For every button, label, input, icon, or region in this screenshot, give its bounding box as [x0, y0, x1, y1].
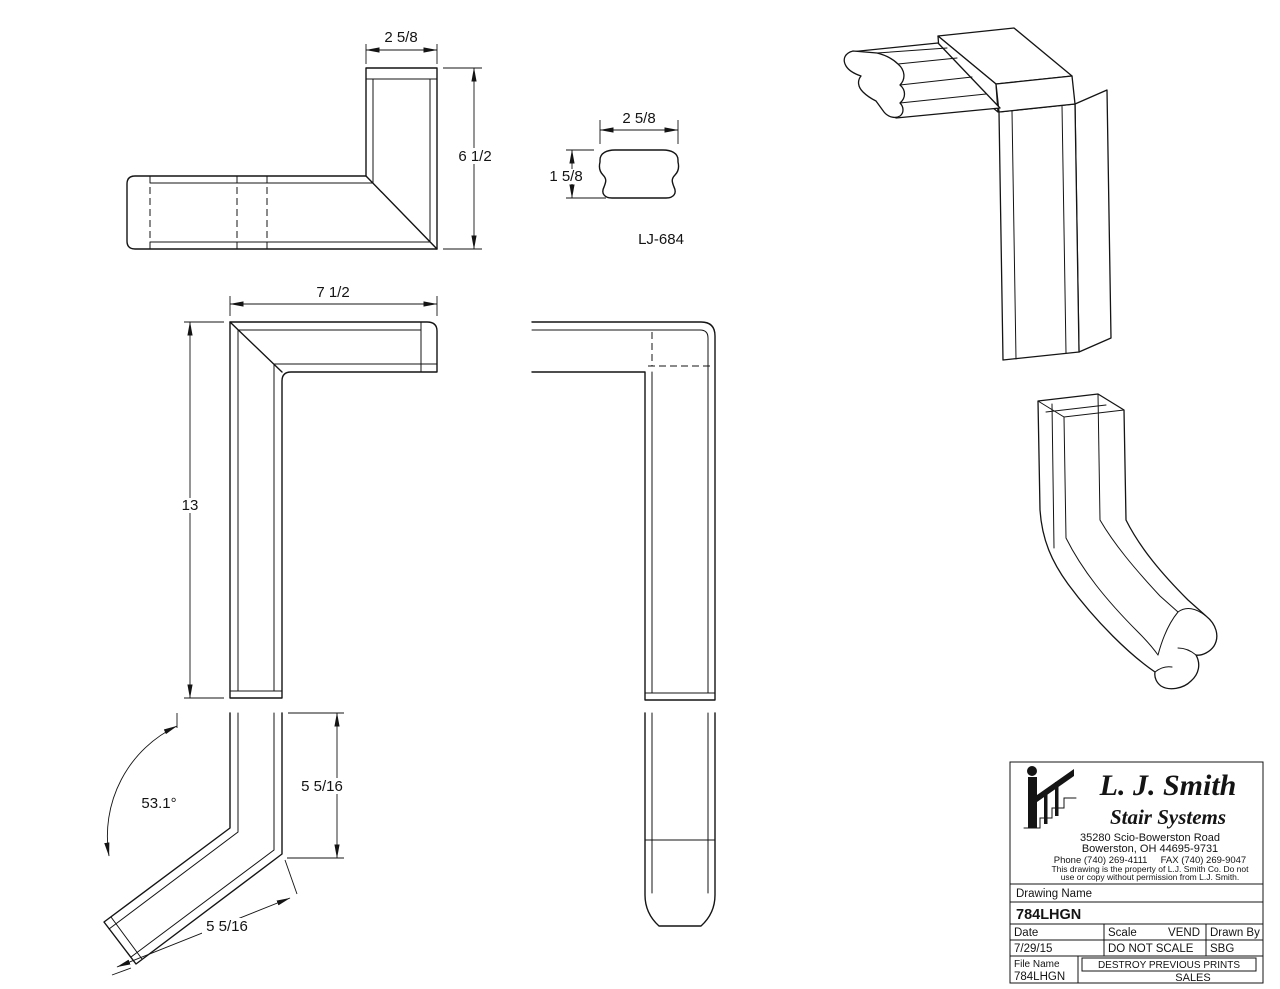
angle-arc — [104, 725, 178, 857]
rail-contour-line — [1051, 403, 1055, 549]
iso-end-face-left-edge — [1157, 611, 1179, 656]
profile-dim-width-text: 2 5/8 — [622, 110, 655, 127]
company-phone-fax: Phone (740) 269-4111 FAX (740) 269-9047 — [1054, 855, 1246, 866]
dim-text-mask — [176, 498, 204, 513]
iso-rail-profile-face — [843, 50, 906, 119]
date-label: Date — [1014, 927, 1038, 939]
object-outline — [126, 67, 438, 250]
view-lower-rake: 53.1° 5 5/16 5 5/16 — [103, 712, 347, 976]
company-address-line1: 35280 Scio-Bowerston Road — [1080, 832, 1220, 844]
rake-dim-vertical: 5 5/16 — [287, 712, 347, 859]
view-side-elevation — [531, 321, 716, 701]
rake-angle-text: 53.1° — [141, 795, 176, 812]
profile-line — [1011, 110, 1017, 360]
logo-newel-post — [1028, 777, 1037, 828]
title-block-border — [1009, 761, 1264, 984]
drawing-name-value: 784LHGN — [1016, 907, 1081, 923]
profile-outline — [598, 149, 680, 199]
rail-contour-line — [899, 76, 973, 86]
vend-tag: VEND — [1168, 927, 1200, 939]
plan-dim-height: 6 1/2 — [443, 67, 498, 250]
rake-dim-length: 5 5/16 — [111, 859, 298, 976]
object-outline — [644, 712, 716, 927]
drawing-name-label: Drawing Name — [1016, 888, 1092, 900]
iso-top-cut-contour — [1045, 404, 1107, 413]
front-dim-width: 7 1/2 — [229, 284, 438, 316]
scale-value: DO NOT SCALE — [1108, 943, 1194, 955]
file-name-value: 784LHGN — [1014, 971, 1065, 983]
extension-line — [111, 967, 132, 976]
dim-text-mask — [297, 778, 347, 794]
iso-cap-front-face — [995, 75, 1076, 113]
rake-dim-length-text: 5 5/16 — [206, 918, 248, 935]
scale-label: Scale — [1108, 927, 1137, 939]
logo-steps — [1023, 797, 1077, 829]
company-tagline: Stair Systems — [1110, 805, 1226, 829]
drawn-by-label: Drawn By — [1210, 927, 1260, 939]
iso-side-edge — [1097, 393, 1179, 613]
dim-text-mask — [202, 918, 252, 934]
iso-front-left-edge — [1063, 416, 1159, 656]
sales-note: SALES — [1175, 972, 1210, 984]
front-dim-height-text: 13 — [182, 497, 199, 514]
plan-dim-height-text: 6 1/2 — [458, 148, 491, 165]
view-front-elevation: 7 1/2 13 — [176, 284, 438, 699]
front-dim-width-text: 7 1/2 — [316, 284, 349, 301]
iso-column-front-face — [998, 103, 1080, 361]
extension-line — [284, 859, 298, 895]
profile-dim-height-text: 1 5/8 — [549, 168, 582, 185]
rail-contour-line — [897, 57, 958, 65]
rail-contour-line — [899, 93, 987, 104]
iso-end-contour — [1177, 647, 1197, 656]
object-outline — [229, 321, 438, 699]
rail-contour-line — [876, 47, 948, 54]
view-rail-profile: 2 5/8 1 5/8 LJ-684 — [543, 110, 684, 248]
logo-baluster — [1055, 782, 1059, 816]
ownership-notice-line1: This drawing is the property of L.J. Smi… — [1051, 864, 1249, 874]
iso-end-contour — [1154, 666, 1173, 673]
dim-text-mask — [452, 148, 498, 164]
logo-baluster — [1044, 790, 1048, 824]
iso-lower-silhouette — [1037, 393, 1218, 690]
iso-end-face-top-edge — [1177, 608, 1207, 617]
drawn-by-value: SBG — [1210, 943, 1234, 955]
destroy-note-box — [1081, 957, 1257, 972]
destroy-note: DESTROY PREVIOUS PRINTS — [1098, 960, 1240, 971]
view-lower-side — [644, 712, 716, 927]
miter-line — [365, 175, 438, 250]
profile-dim-width: 2 5/8 — [599, 110, 679, 144]
company-address-line2: Bowerston, OH 44695-9731 — [1082, 843, 1218, 855]
company-name: L. J. Smith — [1099, 769, 1237, 802]
plan-dim-width: 2 5/8 — [365, 29, 438, 64]
lj-smith-logo-icon — [1023, 766, 1077, 829]
rake-angle-dim: 53.1° — [104, 713, 178, 857]
date-value: 7/29/15 — [1014, 943, 1052, 955]
object-outline — [531, 321, 716, 701]
dim-text-mask — [543, 169, 589, 184]
profile-line — [1061, 104, 1067, 354]
view-iso-upper — [843, 27, 1112, 361]
file-name-label: File Name — [1014, 959, 1060, 970]
rake-dim-vertical-text: 5 5/16 — [301, 778, 343, 795]
ownership-notice-line2: use or copy without permission from L.J.… — [1061, 872, 1240, 882]
profile-part-label: LJ-684 — [638, 231, 684, 248]
front-dim-height: 13 — [176, 321, 224, 699]
logo-newel-ball — [1027, 766, 1037, 776]
profile-line — [531, 329, 709, 694]
plan-dim-width-text: 2 5/8 — [384, 29, 417, 46]
iso-column-right-face — [1074, 89, 1112, 353]
title-block: L. J. Smith Stair Systems 35280 Scio-Bow… — [1009, 761, 1264, 984]
view-plan-quarterturn: 2 5/8 6 1/2 — [126, 29, 498, 250]
view-iso-lower — [1037, 393, 1218, 690]
profile-dim-height: 1 5/8 — [543, 149, 606, 199]
profile-line — [108, 712, 239, 930]
